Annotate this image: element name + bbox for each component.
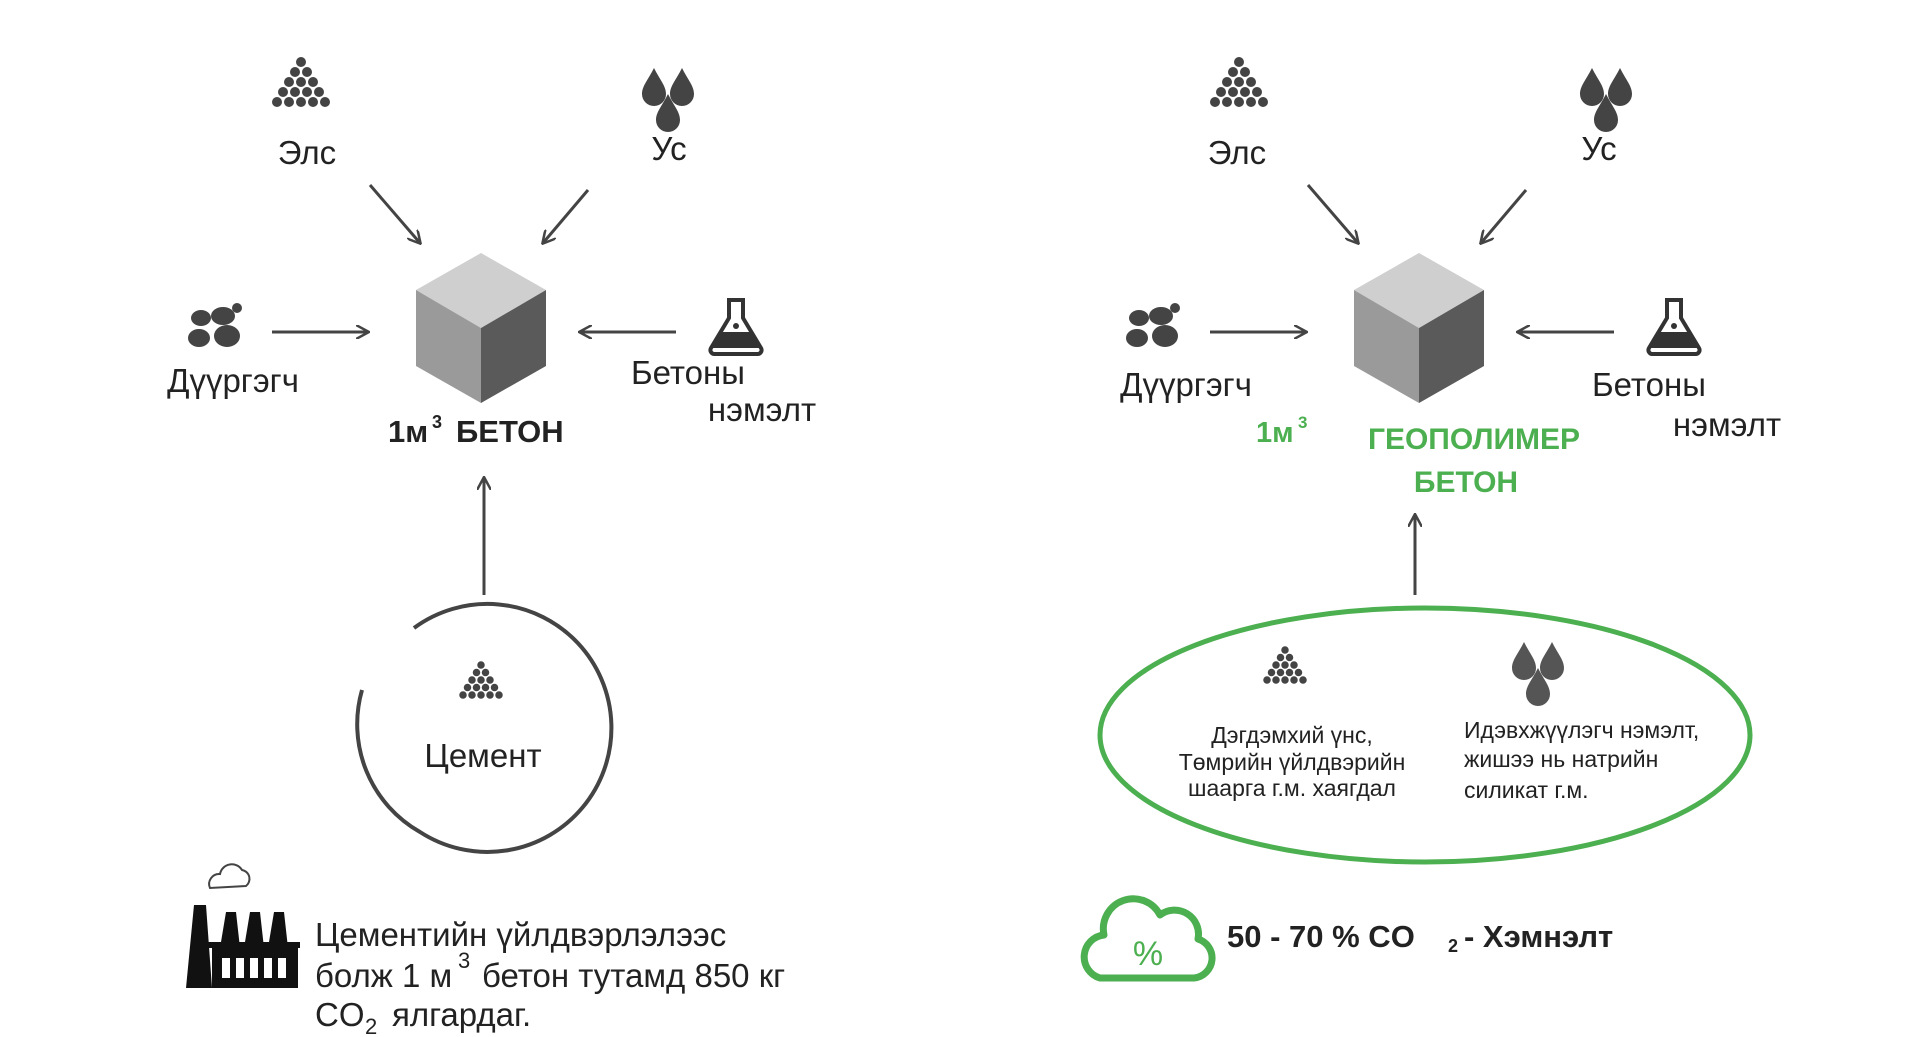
flask-icon [1646,298,1702,357]
concrete-cube-icon [416,253,546,403]
fly-ash-line-1: Дэгдэмхий үнс, [1211,722,1373,748]
additive-label-2: нэмэлт [1673,406,1781,443]
aggregate-label: Дүүргэгч [1120,366,1252,403]
co2-saving-label: - Хэмнэлт [1464,919,1613,954]
activator-drops-icon [1512,642,1564,706]
geopolymer-concrete-panel: Элс Ус Дүүргэгч Бетоны нэмэлт 1м 3 ГЕОПО… [1080,57,1781,982]
concrete-title: БЕТОН [456,414,564,449]
factory-icon [186,863,300,988]
water-drops-icon [642,68,694,132]
fly-ash-line-3: шаарга г.м. хаягдал [1188,775,1396,801]
concrete-cube-icon [1354,253,1484,403]
arrow-water [1481,189,1528,243]
concrete-title-superscript: 3 [432,412,442,432]
arrow-sand [1306,184,1358,243]
geopolymer-title-line-1: ГЕОПОЛИМЕР [1368,423,1580,456]
geopolymer-title-line-2: БЕТОН [1414,466,1518,499]
co2-saving-subscript: 2 [1448,936,1458,956]
arrow-sand [368,184,420,243]
activator-line-3: силикат г.м. [1464,777,1589,803]
additive-label-1: Бетоны [631,354,745,391]
aggregate-rocks-icon [188,303,242,347]
cloud-percent-symbol: % [1133,935,1163,973]
arrow-water [543,189,590,243]
fly-ash-icon [1263,646,1307,684]
activator-line-2: жишээ нь натрийн [1464,746,1658,772]
flask-icon [708,298,764,357]
geopolymer-title-prefix: 1м [1256,417,1294,449]
sand-icon [1210,57,1268,107]
aggregate-rocks-icon [1126,303,1180,347]
conventional-concrete-panel: Элс Ус Дүүргэгч Бетоны нэмэлт 1м 3 БЕТОН… [167,57,816,1037]
cement-label: Цемент [424,737,541,774]
water-label: Ус [1581,130,1616,167]
emission-note-line-3: ялгардаг. [392,996,531,1033]
emission-note-line-2b: бетон тутамд 850 кг [482,957,785,994]
emission-note-subscript: 2 [365,1014,377,1037]
emission-note-co: CO [315,996,365,1033]
sand-label: Элс [1208,134,1266,171]
concrete-title-prefix: 1м [388,414,428,449]
cement-circle [355,601,614,854]
sand-icon [272,57,330,107]
cement-icon [459,661,503,699]
additive-label-2: нэмэлт [708,391,816,428]
activator-line-1: Идэвхжүүлэгч нэмэлт, [1464,717,1699,743]
co2-saving-value: 50 - 70 % CO [1227,919,1415,954]
percent-cloud-icon: % [1080,895,1216,982]
emission-note-line-1: Цементийн үйлдвэрлэлээс [315,916,726,953]
emission-note-line-2a: болж 1 м [315,957,452,994]
additive-label-1: Бетоны [1592,366,1706,403]
emission-note-superscript: 3 [458,948,470,973]
water-label: Ус [651,130,686,167]
geopolymer-title-superscript: 3 [1298,413,1307,432]
fly-ash-line-2: Төмрийн үйлдвэрийн [1179,749,1406,775]
water-drops-icon [1580,68,1632,132]
sand-label: Элс [278,134,336,171]
binder-ellipse [1097,605,1753,865]
aggregate-label: Дүүргэгч [167,362,299,399]
